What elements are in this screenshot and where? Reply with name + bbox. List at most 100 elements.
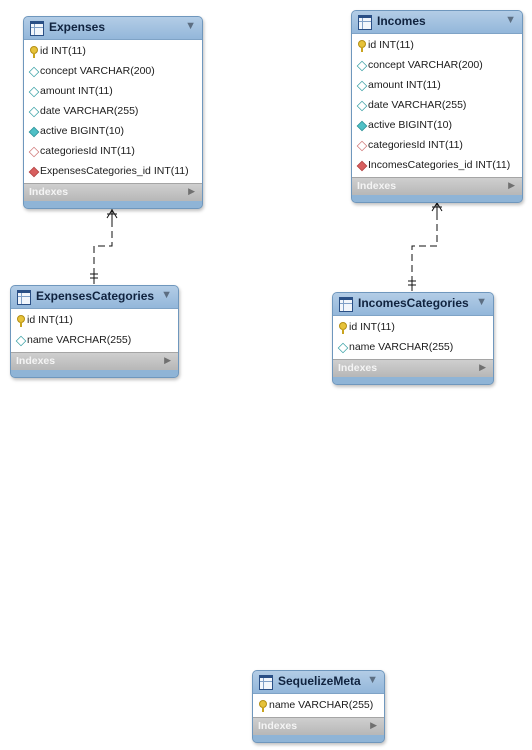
expand-arrow-icon[interactable]: ▶ <box>479 362 486 372</box>
indexes-label: Indexes <box>258 720 298 732</box>
nullable-column-icon <box>337 342 349 354</box>
table-sequelizemeta[interactable]: SequelizeMeta ▼ name VARCHAR(255) Indexe… <box>252 670 385 743</box>
many-crowfoot-icon <box>106 209 118 222</box>
indexes-section[interactable]: Indexes ▶ <box>253 717 384 735</box>
column-label: IncomesCategories_id INT(11) <box>368 159 511 171</box>
column-row[interactable]: amount INT(11) <box>24 81 202 101</box>
one-marker-icon <box>408 277 416 291</box>
incomes-to-incomescategories-connector <box>411 202 438 291</box>
column-label: amount INT(11) <box>368 79 441 91</box>
column-row[interactable]: active BIGINT(10) <box>24 121 202 141</box>
column-row[interactable]: id INT(11) <box>352 35 522 55</box>
column-row[interactable]: name VARCHAR(255) <box>333 337 493 357</box>
table-expenses[interactable]: Expenses ▼ id INT(11) concept VARCHAR(20… <box>23 16 203 209</box>
collapse-triangle-icon[interactable]: ▼ <box>185 20 196 32</box>
table-icon <box>30 21 44 36</box>
not-null-column-icon <box>28 126 40 138</box>
collapse-triangle-icon[interactable]: ▼ <box>161 289 172 301</box>
indexes-label: Indexes <box>29 186 69 198</box>
column-label: id INT(11) <box>349 321 395 333</box>
indexes-label: Indexes <box>357 180 397 192</box>
column-row[interactable]: id INT(11) <box>24 41 202 61</box>
column-label: date VARCHAR(255) <box>368 99 467 111</box>
column-row[interactable]: concept VARCHAR(200) <box>24 61 202 81</box>
column-row[interactable]: IncomesCategories_id INT(11) <box>352 155 522 175</box>
column-list: id INT(11) name VARCHAR(255) <box>333 316 493 359</box>
table-name: Expenses <box>49 20 106 34</box>
table-incomescategories[interactable]: IncomesCategories ▼ id INT(11) name VARC… <box>332 292 494 385</box>
primary-key-icon <box>17 315 25 327</box>
column-row[interactable]: id INT(11) <box>333 317 493 337</box>
column-label: id INT(11) <box>40 45 86 57</box>
column-row[interactable]: date VARCHAR(255) <box>24 101 202 121</box>
table-footer <box>24 201 202 208</box>
nullable-column-icon <box>15 335 27 347</box>
expand-arrow-icon[interactable]: ▶ <box>164 355 171 365</box>
indexes-section[interactable]: Indexes ▶ <box>24 183 202 201</box>
nullable-foreign-key-icon <box>28 146 40 158</box>
column-row[interactable]: id INT(11) <box>11 310 178 330</box>
expand-arrow-icon[interactable]: ▶ <box>508 180 515 190</box>
column-row[interactable]: name VARCHAR(255) <box>11 330 178 350</box>
table-icon <box>358 15 372 30</box>
nullable-column-icon <box>28 86 40 98</box>
column-list: id INT(11) concept VARCHAR(200) amount I… <box>24 40 202 183</box>
table-name: SequelizeMeta <box>278 674 361 688</box>
nullable-column-icon <box>28 106 40 118</box>
column-label: active BIGINT(10) <box>368 119 453 131</box>
table-icon <box>339 297 353 312</box>
collapse-triangle-icon[interactable]: ▼ <box>367 674 378 686</box>
column-row[interactable]: name VARCHAR(255) <box>253 695 384 715</box>
nullable-column-icon <box>356 60 368 72</box>
column-label: ExpensesCategories_id INT(11) <box>40 165 189 177</box>
expand-arrow-icon[interactable]: ▶ <box>188 186 195 196</box>
table-header[interactable]: IncomesCategories ▼ <box>333 293 493 316</box>
table-footer <box>352 195 522 202</box>
many-crowfoot-icon <box>431 202 443 215</box>
indexes-section[interactable]: Indexes ▶ <box>333 359 493 377</box>
table-incomes[interactable]: Incomes ▼ id INT(11) concept VARCHAR(200… <box>351 10 523 203</box>
table-footer <box>11 370 178 377</box>
column-label: name VARCHAR(255) <box>27 334 132 346</box>
table-icon <box>259 675 273 690</box>
column-label: id INT(11) <box>27 314 73 326</box>
table-icon <box>17 290 31 305</box>
table-name: Incomes <box>377 14 426 28</box>
column-row[interactable]: categoriesId INT(11) <box>352 135 522 155</box>
column-label: concept VARCHAR(200) <box>40 65 155 77</box>
column-row[interactable]: active BIGINT(10) <box>352 115 522 135</box>
indexes-label: Indexes <box>16 355 56 367</box>
table-header[interactable]: SequelizeMeta ▼ <box>253 671 384 694</box>
nullable-foreign-key-icon <box>356 140 368 152</box>
indexes-section[interactable]: Indexes ▶ <box>352 177 522 195</box>
not-null-column-icon <box>356 120 368 132</box>
column-row[interactable]: amount INT(11) <box>352 75 522 95</box>
collapse-triangle-icon[interactable]: ▼ <box>476 296 487 308</box>
primary-key-icon <box>358 40 366 52</box>
table-header[interactable]: ExpensesCategories ▼ <box>11 286 178 309</box>
column-list: id INT(11) name VARCHAR(255) <box>11 309 178 352</box>
column-label: name VARCHAR(255) <box>269 699 374 711</box>
expand-arrow-icon[interactable]: ▶ <box>370 720 377 730</box>
column-row[interactable]: date VARCHAR(255) <box>352 95 522 115</box>
table-name: ExpensesCategories <box>36 289 155 303</box>
primary-key-icon <box>30 46 38 58</box>
primary-key-icon <box>339 322 347 334</box>
column-row[interactable]: concept VARCHAR(200) <box>352 55 522 75</box>
nullable-column-icon <box>28 66 40 78</box>
table-header[interactable]: Incomes ▼ <box>352 11 522 34</box>
nullable-column-icon <box>356 100 368 112</box>
column-row[interactable]: ExpensesCategories_id INT(11) <box>24 161 202 181</box>
column-label: active BIGINT(10) <box>40 125 125 137</box>
column-list: name VARCHAR(255) <box>253 694 384 717</box>
column-row[interactable]: categoriesId INT(11) <box>24 141 202 161</box>
column-label: categoriesId INT(11) <box>368 139 463 151</box>
table-expensescategories[interactable]: ExpensesCategories ▼ id INT(11) name VAR… <box>10 285 179 378</box>
column-list: id INT(11) concept VARCHAR(200) amount I… <box>352 34 522 177</box>
indexes-section[interactable]: Indexes ▶ <box>11 352 178 370</box>
column-label: name VARCHAR(255) <box>349 341 454 353</box>
column-label: concept VARCHAR(200) <box>368 59 483 71</box>
table-header[interactable]: Expenses ▼ <box>24 17 202 40</box>
column-label: id INT(11) <box>368 39 414 51</box>
collapse-triangle-icon[interactable]: ▼ <box>505 14 516 26</box>
